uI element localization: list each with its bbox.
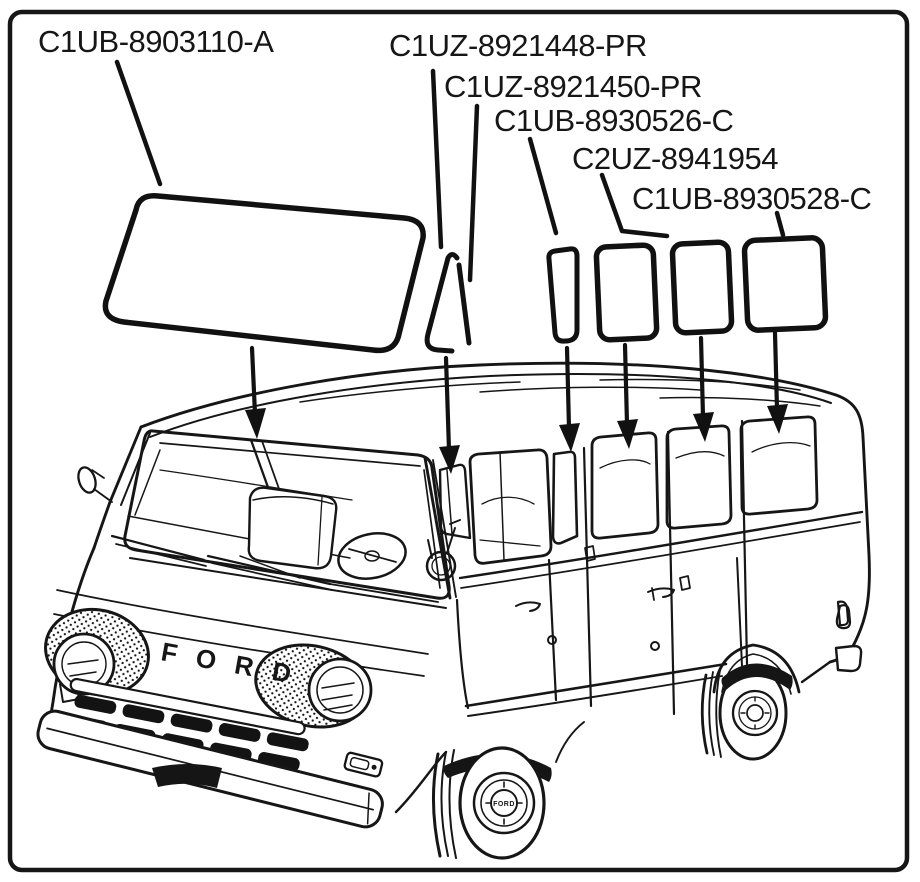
grille-molding [69, 677, 306, 736]
fuel-filler [835, 604, 852, 630]
front-wheel: FORD [431, 746, 552, 860]
rear-bumper-stub [834, 644, 863, 673]
center-side-glass-shape-2 [669, 239, 735, 336]
center-side-glass-shape-1 [593, 242, 660, 343]
van-window-sliver [551, 450, 579, 545]
figure-border [7, 9, 910, 873]
side-mirror [425, 519, 461, 582]
part-label-front-side-window-glass: C1UB-8930526-C [494, 103, 734, 138]
part-label-windshield-glass: C1UB-8903110-A [38, 24, 274, 59]
rear-side-glass-shape [741, 235, 829, 333]
leader-vent-assembly [430, 68, 444, 250]
vent-assembly-shape [424, 252, 460, 354]
windshield-glass-shape [102, 193, 426, 354]
van-window-1 [590, 431, 660, 540]
arrow-front-side [559, 345, 580, 452]
leader-vent-glass [467, 103, 480, 283]
leader-lines [114, 59, 786, 283]
rear-wheel [700, 643, 801, 761]
leader-front-side [527, 136, 559, 236]
arrow-vent [439, 355, 460, 474]
left-mirror [77, 466, 113, 503]
arrow-center-side-1 [617, 342, 638, 449]
front-side-glass-shape [546, 246, 580, 344]
part-label-center-side-window-glass: C2UZ-8941954 [572, 141, 778, 176]
arrow-center-side-2 [693, 335, 714, 442]
seat-back [247, 486, 338, 570]
van-side-windows [551, 415, 819, 545]
part-label-vent-window-assembly: C1UZ-8921448-PR [389, 28, 647, 63]
door-handles [515, 545, 675, 651]
van-interior [247, 486, 407, 580]
van-window-3 [739, 415, 819, 516]
leader-windshield [114, 59, 163, 187]
leader-rear-side [774, 210, 786, 238]
part-label-vent-window-glass: C1UZ-8921450-PR [444, 69, 702, 104]
far-tire [152, 764, 222, 788]
leader-center-side [599, 172, 670, 239]
part-label-rear-side-window-glass: C1UB-8930528-C [632, 181, 872, 216]
front-hubcap-text: FORD [493, 801, 515, 808]
turn-signal [343, 751, 384, 778]
windshield-wipers [110, 534, 439, 603]
arrow-rear-side [767, 330, 788, 434]
glass-pieces [102, 193, 829, 354]
steering-wheel [337, 532, 407, 580]
vent-glass-shape [456, 262, 472, 346]
ford-badge: F O R D [159, 636, 299, 689]
right-headlight [254, 643, 373, 729]
van-illustration: F O R D [36, 361, 871, 860]
van-window-2 [665, 424, 733, 530]
arrow-windshield [245, 345, 266, 439]
install-arrows [245, 330, 788, 474]
driver-door-window [468, 448, 553, 565]
